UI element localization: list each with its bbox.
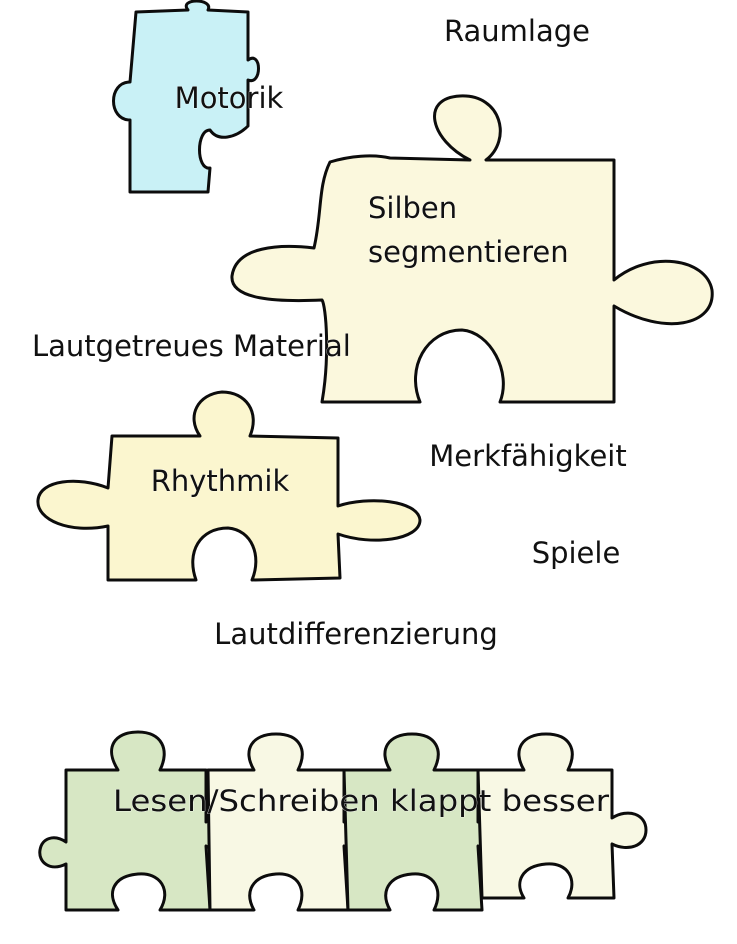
label-silben-line2: segmentieren bbox=[368, 235, 569, 269]
puzzle-piece-rhythmik bbox=[36, 390, 422, 582]
puzzle-piece-silben bbox=[230, 94, 714, 404]
word-raumlage: Raumlage bbox=[444, 14, 590, 48]
caption-lesen-schreiben: Lesen/Schreiben klappt besser bbox=[113, 784, 609, 818]
label-rhythmik: Rhythmik bbox=[151, 464, 290, 498]
word-spiele: Spiele bbox=[532, 536, 621, 570]
word-lautdifferenzierung: Lautdifferenzierung bbox=[214, 617, 498, 651]
puzzle-piece-bottom-1 bbox=[38, 730, 236, 912]
label-silben-line1: Silben bbox=[368, 191, 457, 225]
label-motorik: Motorik bbox=[175, 81, 284, 115]
word-lautgetreues-material: Lautgetreues Material bbox=[32, 329, 351, 363]
puzzle-piece-motorik bbox=[112, 0, 260, 194]
word-merkfaehigkeit: Merkfähigkeit bbox=[429, 439, 626, 473]
puzzle-piece-bottom-4 bbox=[476, 732, 648, 900]
